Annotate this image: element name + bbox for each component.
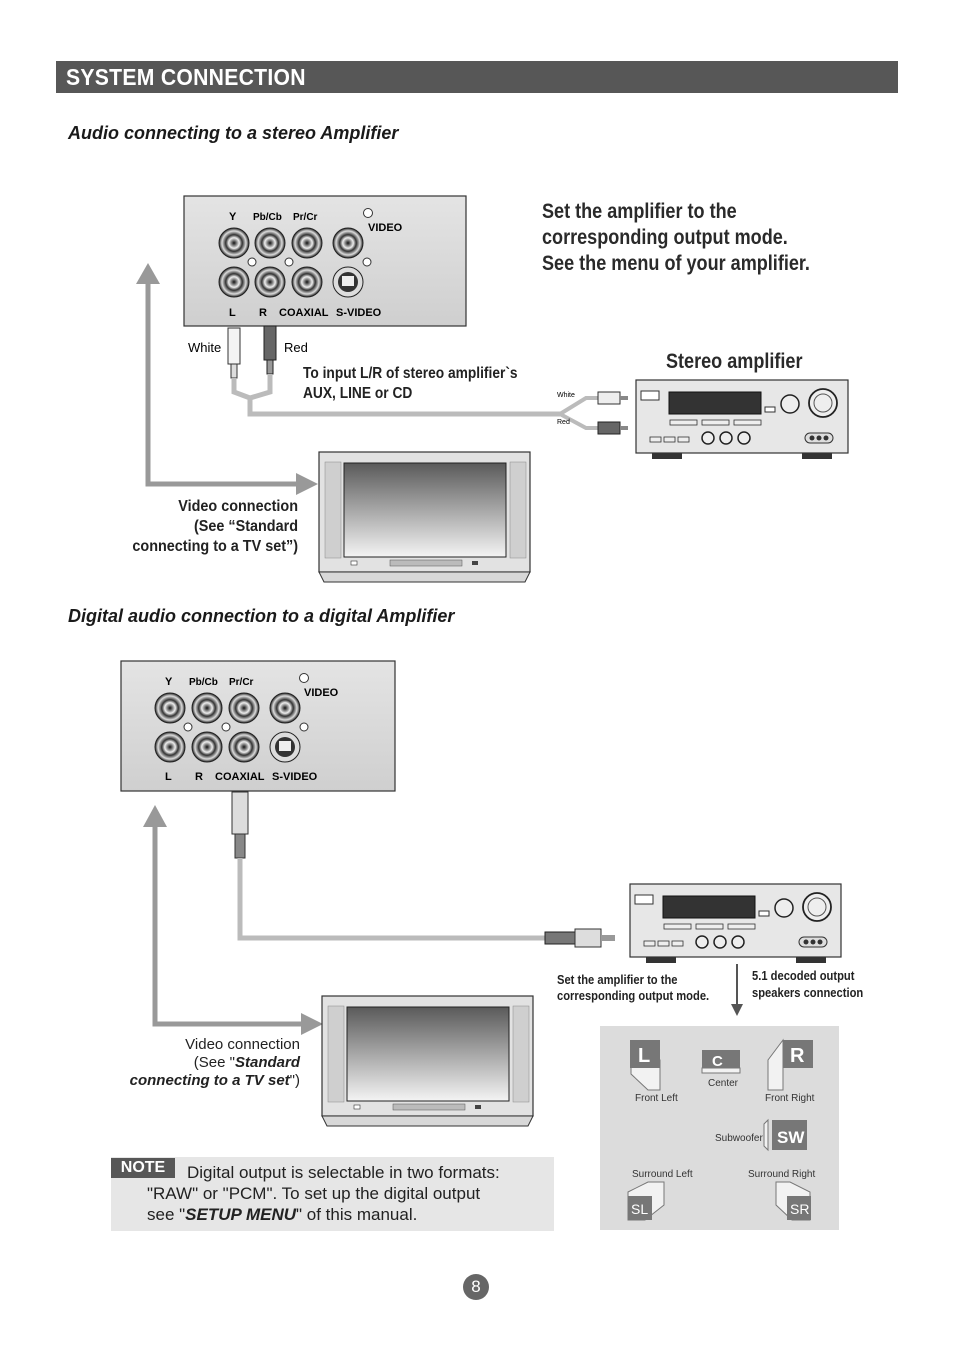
stereo-connection-diagram: Y Pb/Cb Pr/Cr VIDEO L R COAXIAL S-VIDEO … <box>136 195 849 583</box>
label-r-2: R <box>195 771 203 783</box>
speaker-surround-left: SL <box>627 1181 665 1221</box>
svg-text:C: C <box>712 1053 723 1070</box>
cable-red-label: Red <box>284 340 308 355</box>
player-back-panel: Y Pb/Cb Pr/Cr VIDEO L R COAXIAL S-VIDEO <box>183 195 467 327</box>
label-l: L <box>229 307 236 319</box>
plug-white-label: White <box>557 392 575 399</box>
cable-white-label: White <box>188 340 221 355</box>
label-l-2: L <box>165 771 172 783</box>
note-badge: NOTE <box>111 1158 175 1178</box>
input-note: To input L/R of stereo amplifier`s AUX, … <box>303 365 518 402</box>
note-box <box>111 1157 554 1231</box>
label-r: R <box>259 307 267 319</box>
player-back-panel-2: Y Pb/Cb Pr/Cr VIDEO L R COAXIAL S-VIDEO <box>120 660 396 792</box>
tv-set <box>318 451 531 583</box>
header-bar: SYSTEM CONNECTION <box>56 61 898 93</box>
svg-text:R: R <box>790 1045 805 1067</box>
section-title-digital: Digital audio connection to a digital Am… <box>68 606 455 626</box>
decoded-output-note: 5.1 decoded output speakers connection <box>752 968 864 1000</box>
label-prcr: Pr/Cr <box>293 212 318 223</box>
label-coaxial-2: COAXIAL <box>215 771 265 783</box>
subwoofer-label: Subwoofer <box>715 1133 763 1144</box>
label-y: Y <box>229 211 237 223</box>
digital-connection-diagram: Y Pb/Cb Pr/Cr VIDEO L R COAXIAL S-VIDEO <box>120 660 842 1230</box>
section-title-stereo: Audio connecting to a stereo Amplifier <box>68 123 399 143</box>
label-video: VIDEO <box>368 222 403 234</box>
surround-left-label: Surround Left <box>632 1169 693 1180</box>
label-pbcb-2: Pb/Cb <box>189 677 218 688</box>
surround-right-label: Surround Right <box>748 1169 815 1180</box>
front-left-label: Front Left <box>635 1093 678 1104</box>
stereo-amplifier-label: Stereo amplifier <box>666 350 803 373</box>
svg-text:L: L <box>638 1045 650 1067</box>
label-prcr-2: Pr/Cr <box>229 677 254 688</box>
video-note-stereo: Video connection (See “Standard connecti… <box>132 498 298 555</box>
amp-note-stereo: Set the amplifier to the corresponding o… <box>542 200 810 275</box>
svg-text:SW: SW <box>777 1128 805 1147</box>
speaker-front-left: L <box>630 1040 661 1091</box>
label-pbcb: Pb/Cb <box>253 212 282 223</box>
speaker-front-right: R <box>767 1038 813 1091</box>
page-number: 8 <box>463 1274 489 1300</box>
stereo-amplifier <box>635 379 849 459</box>
rca-plugs <box>227 325 628 435</box>
note-text: Digital output is selectable in two form… <box>147 1163 500 1224</box>
video-note-digital: Video connection (See "Standard connecti… <box>129 1036 300 1089</box>
label-video-2: VIDEO <box>304 687 339 699</box>
video-arrow <box>136 263 318 495</box>
page-title: SYSTEM CONNECTION <box>66 64 306 90</box>
down-arrow <box>731 964 743 1016</box>
label-svideo-2: S-VIDEO <box>272 771 318 783</box>
coaxial-cable <box>231 791 615 948</box>
svg-text:SL: SL <box>631 1201 648 1217</box>
speaker-surround-right: SR <box>775 1181 811 1221</box>
center-label: Center <box>708 1078 739 1089</box>
speaker-subwoofer: SW <box>763 1118 807 1152</box>
svg-text:SR: SR <box>790 1201 809 1217</box>
video-arrow-2 <box>143 805 323 1035</box>
speaker-layout-panel: L C R SW SL SR F <box>600 1026 839 1230</box>
digital-amplifier <box>629 883 842 963</box>
plug-red-label: Red <box>557 419 570 426</box>
label-svideo: S-VIDEO <box>336 307 382 319</box>
label-y-2: Y <box>165 676 173 688</box>
amp-note-digital: Set the amplifier to the corresponding o… <box>557 972 710 1003</box>
speaker-center: C <box>701 1050 741 1074</box>
tv-set-2 <box>321 995 534 1127</box>
label-coaxial: COAXIAL <box>279 307 329 319</box>
front-right-label: Front Right <box>765 1093 815 1104</box>
